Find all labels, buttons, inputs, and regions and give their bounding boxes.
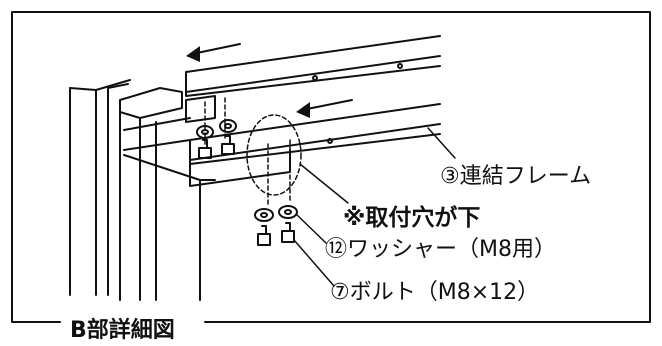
- bolt-label: ⑦ボルト（M8×12）: [330, 280, 540, 305]
- corner-bracket: [119, 87, 183, 119]
- frame-label: ③連結フレーム: [440, 164, 592, 189]
- washer: [196, 125, 214, 139]
- detail-border: [11, 11, 651, 323]
- washer: [254, 208, 274, 222]
- leader-bolt: [293, 239, 335, 287]
- washer: [278, 205, 298, 219]
- detail-circle: [246, 114, 302, 196]
- washer: [219, 119, 237, 133]
- arrow-upper-head: [186, 46, 200, 62]
- bolt: [198, 139, 212, 159]
- arrow-lower-head: [296, 102, 310, 118]
- bolt: [257, 225, 271, 246]
- bolt: [221, 135, 235, 155]
- leg-post: [69, 79, 131, 296]
- detail-caption: B部詳細図: [64, 312, 181, 344]
- leader-washer: [295, 213, 327, 244]
- leader-note: [299, 163, 349, 204]
- washer-label: ⑫ワッシャー（M8用）: [325, 237, 556, 262]
- leader-frame: [427, 127, 456, 159]
- mounting-hole-note: ※取付穴が下: [343, 205, 481, 231]
- bolt: [281, 222, 295, 243]
- upper-rail: [185, 35, 441, 97]
- arrow-lower: [301, 99, 353, 111]
- lower-rail: [189, 103, 441, 165]
